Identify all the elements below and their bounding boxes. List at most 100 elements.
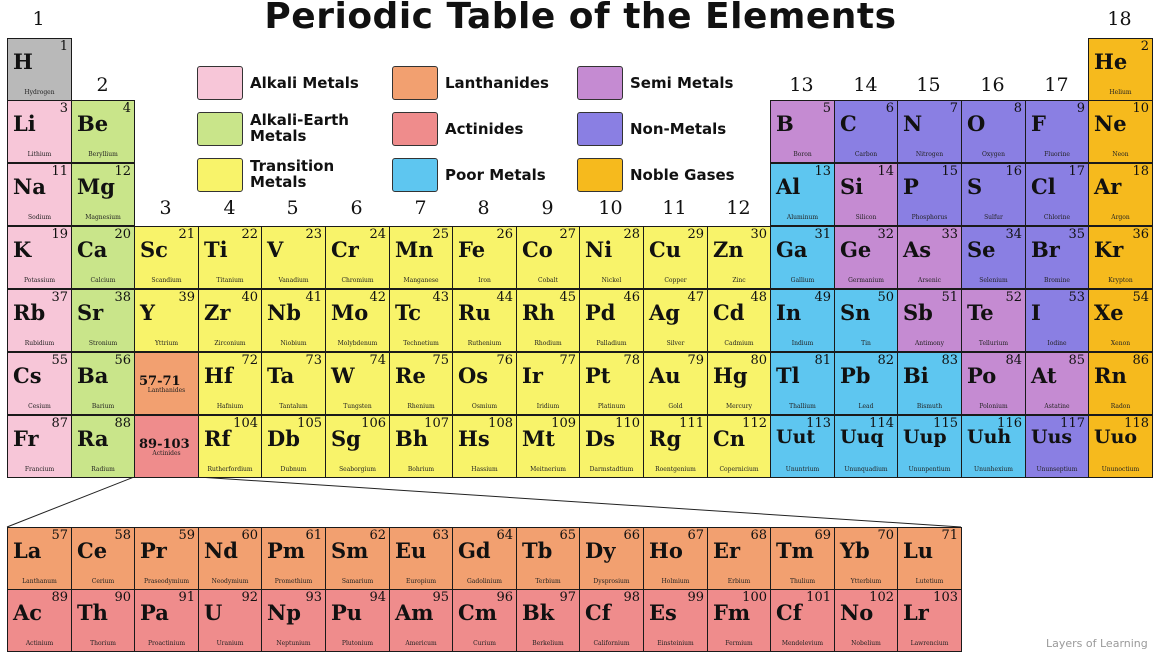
atomic-number: 48 (750, 290, 767, 305)
atomic-number: 24 (369, 227, 386, 242)
connector-line-left (6, 476, 135, 528)
element-name: Nitrogen (915, 151, 944, 158)
atomic-number: 47 (687, 290, 704, 305)
element-symbol: Nd (204, 538, 238, 563)
atomic-number: 79 (687, 353, 704, 368)
atomic-number: 72 (241, 353, 258, 368)
legend-label-alkali: Alkali Metals (250, 74, 359, 92)
atomic-number: 107 (424, 416, 449, 431)
atomic-number: 56 (114, 353, 131, 368)
element-symbol: No (840, 600, 874, 625)
element-symbol: Ge (840, 237, 872, 262)
element-name: Hydrogen (24, 89, 55, 96)
element-symbol: Th (77, 600, 108, 625)
group-number-8: 8 (477, 197, 490, 219)
element-symbol: Cf (585, 600, 611, 625)
element-name: Ununpentium (908, 466, 951, 473)
element-name: Barium (91, 403, 115, 410)
element-symbol: As (903, 237, 932, 262)
atomic-number: 60 (241, 528, 258, 543)
atomic-number: 13 (814, 164, 831, 179)
element-name: Zinc (732, 277, 746, 284)
element-symbol: Se (967, 237, 996, 262)
element-name: Hafnium (216, 403, 244, 410)
atomic-number: 29 (687, 227, 704, 242)
legend-label-poor: Poor Metals (445, 166, 546, 184)
element-symbol: Rn (1094, 363, 1127, 388)
element-name: Potassium (23, 277, 56, 284)
element-name: Americum (405, 640, 437, 647)
element-name: Helium (1109, 89, 1132, 96)
atomic-number: 73 (305, 353, 322, 368)
atomic-number: 85 (1068, 353, 1085, 368)
element-name: Zirconium (214, 340, 246, 347)
legend-label-actinide: Actinides (445, 120, 524, 138)
element-symbol: Cm (458, 600, 497, 625)
element-name: Proactinium (147, 640, 186, 647)
atomic-number: 15 (941, 164, 958, 179)
atomic-number: 98 (623, 590, 640, 605)
element-name: Molybdenum (337, 340, 378, 347)
element-name: Hassium (471, 466, 498, 473)
atomic-number: 22 (241, 227, 258, 242)
element-symbol: Y (140, 300, 155, 325)
atomic-number: 103 (933, 590, 958, 605)
atomic-number: 62 (369, 528, 386, 543)
atomic-number: 2 (1140, 39, 1149, 54)
element-name: Cerium (91, 578, 115, 585)
group-number-12: 12 (726, 197, 751, 219)
atomic-number: 102 (869, 590, 894, 605)
atomic-number: 61 (305, 528, 322, 543)
element-name: Iridium (536, 403, 560, 410)
element-name: Radon (1110, 403, 1131, 410)
element-name: Neptunium (276, 640, 311, 647)
element-symbol: Fr (13, 426, 39, 451)
element-symbol: Kr (1094, 237, 1124, 262)
atomic-number: 59 (178, 528, 195, 543)
element-name: Ununseptium (1036, 466, 1078, 473)
element-name: Mercury (725, 403, 753, 410)
atomic-number: 64 (496, 528, 513, 543)
element-name: Samarium (341, 578, 374, 585)
atomic-number: 9 (1076, 101, 1085, 116)
element-name: Rhodium (534, 340, 562, 347)
atomic-number: 49 (814, 290, 831, 305)
element-name: Curium (473, 640, 496, 647)
atomic-number: 104 (233, 416, 258, 431)
atomic-number: 57 (51, 528, 68, 543)
element-name: Astatine (1044, 403, 1070, 410)
element-symbol: Sr (77, 300, 104, 325)
element-name: Berkelium (532, 640, 564, 647)
element-name: Ytterbium (850, 578, 882, 585)
element-name: Palladium (596, 340, 627, 347)
atomic-number: 93 (305, 590, 322, 605)
element-name: Vanadium (278, 277, 309, 284)
element-name: Phosphorus (911, 214, 948, 221)
element-symbol: F (1031, 111, 1046, 136)
atomic-number: 16 (1005, 164, 1022, 179)
element-symbol: S (967, 174, 983, 199)
atomic-number: 50 (877, 290, 894, 305)
element-name: Technetium (403, 340, 439, 347)
element-name: Rhenium (407, 403, 435, 410)
